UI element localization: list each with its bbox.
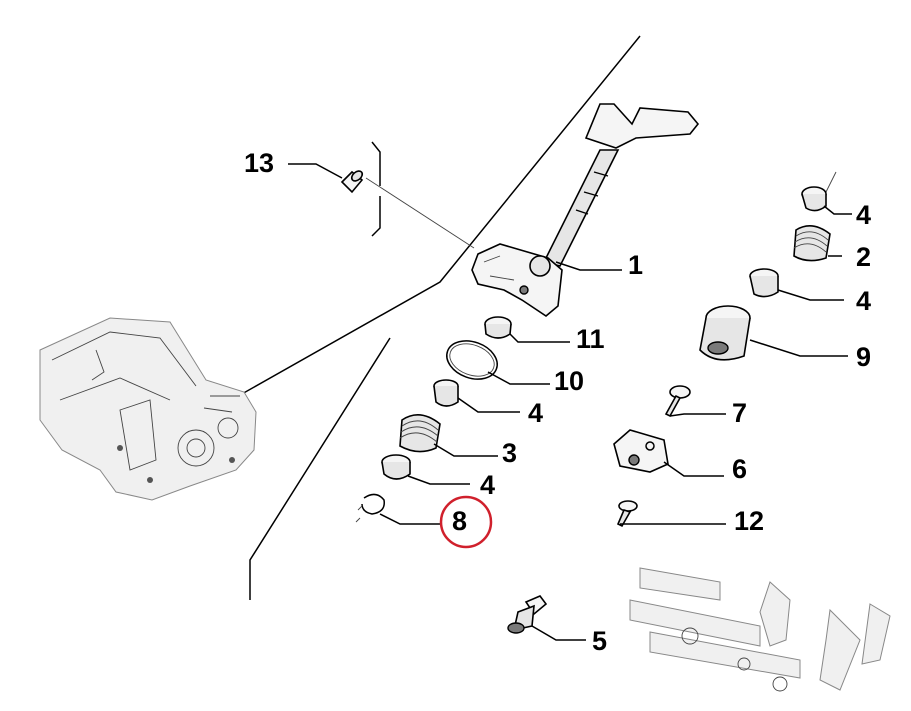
part-7-screw bbox=[664, 385, 691, 418]
callout-4: 4 bbox=[856, 200, 871, 230]
callout-10: 10 bbox=[554, 366, 584, 396]
part-8-circlip bbox=[355, 493, 385, 523]
gearbox-housing-illustration bbox=[39, 317, 257, 501]
part-10-o-ring bbox=[446, 340, 498, 380]
part-1-selector-shaft bbox=[471, 103, 700, 317]
callout-labels: 13 1 11 10 4 3 4 8 4 2 4 9 7 6 12 5 bbox=[244, 148, 871, 656]
callout-12: 12 bbox=[734, 506, 764, 536]
part-6-bracket bbox=[613, 429, 669, 473]
callout-3: 3 bbox=[502, 438, 517, 468]
callout-9: 9 bbox=[856, 342, 871, 372]
callout-2: 2 bbox=[856, 242, 871, 272]
callout-4: 4 bbox=[856, 286, 871, 316]
highlight-circle bbox=[439, 495, 493, 549]
callout-6: 6 bbox=[732, 454, 747, 484]
part-13-pin bbox=[340, 170, 364, 194]
part-4-cup-middle-right bbox=[749, 268, 779, 298]
part-4-cup-upper-right bbox=[801, 171, 837, 212]
leader-lines bbox=[288, 163, 852, 641]
part-9-sleeve bbox=[699, 305, 751, 361]
part-5-plunger bbox=[507, 595, 548, 634]
part-2-spring bbox=[793, 225, 831, 262]
part-11-bushing bbox=[484, 316, 512, 339]
section-boundary-lines bbox=[209, 35, 641, 600]
part-4-cup-upper-left bbox=[433, 379, 459, 407]
callout-1: 1 bbox=[628, 250, 643, 280]
callout-13: 13 bbox=[244, 148, 274, 178]
callout-5: 5 bbox=[592, 626, 607, 656]
shift-fork-assembly-illustration bbox=[629, 567, 891, 692]
part-4-cup-lower-left bbox=[381, 454, 411, 480]
part-12-screw bbox=[616, 500, 638, 528]
callout-7: 7 bbox=[732, 398, 747, 428]
callout-4: 4 bbox=[528, 398, 543, 428]
part-3-spring bbox=[399, 414, 441, 453]
callout-8: 8 bbox=[452, 506, 467, 536]
callout-11: 11 bbox=[576, 324, 605, 354]
callout-4: 4 bbox=[480, 470, 495, 500]
